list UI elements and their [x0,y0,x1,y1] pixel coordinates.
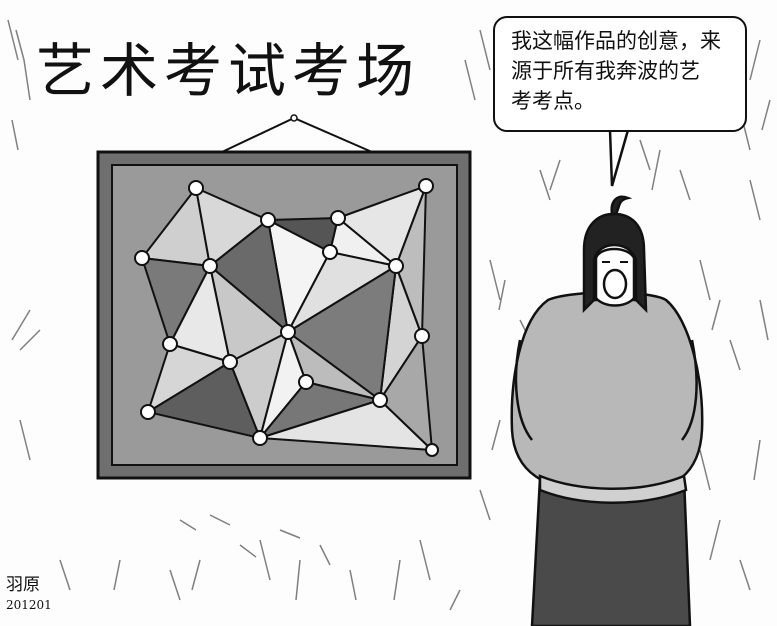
signature-date: 201201 [6,598,52,612]
wall-hatching [7,19,771,611]
speech-line: 我这幅作品的创意，来 [511,29,721,53]
painting-nodes [134,178,439,457]
artist-name: 羽原 [6,575,40,595]
speech-bubble: 我这幅作品的创意，来 源于所有我奔波的艺 考考点。 [493,16,747,132]
speech-line: 考考点。 [511,89,595,113]
artist-signature: 羽原 201201 [6,575,52,615]
speech-bubble-tail [608,129,630,187]
painting-polygons [140,184,435,453]
character-figure [510,195,704,626]
speech-line: 源于所有我奔波的艺 [511,59,700,83]
nail [290,114,298,122]
exam-room-title: 艺术考试考场 [36,37,421,105]
